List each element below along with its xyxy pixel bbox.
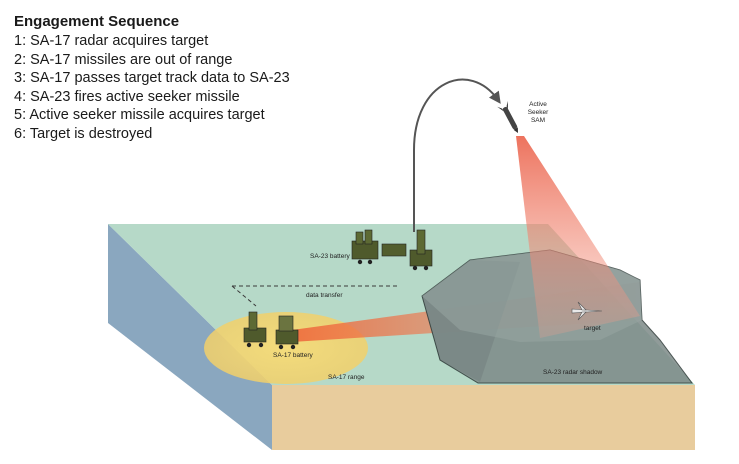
legend-step-6: 6: Target is destroyed <box>14 125 153 142</box>
missile-label-line3: SAM <box>531 117 545 124</box>
legend-step-5: 5: Active seeker missile acquires target <box>14 107 265 123</box>
seeker-cone <box>516 136 640 338</box>
terrain-left-face <box>108 224 272 450</box>
engagement-legend: Engagement Sequence 1: SA-17 radar acqui… <box>14 12 290 143</box>
legend-title: Engagement Sequence <box>14 13 180 30</box>
data-transfer-path <box>231 285 400 307</box>
sa23-radar-shadow-label: SA-23 radar shadow <box>543 369 603 376</box>
sa17-range-label: SA-17 range <box>328 374 365 381</box>
legend-step-4: 4: SA-23 fires active seeker missile <box>14 88 240 105</box>
target-aircraft <box>571 301 603 321</box>
missile-label-line1: Active <box>529 101 547 108</box>
terrain-front-face <box>272 385 695 450</box>
sa17-battery-equipment <box>243 311 299 350</box>
data-transfer-label: data transfer <box>306 292 343 299</box>
missile-flight-path <box>413 78 501 232</box>
legend-step-2: 2: SA-17 missiles are out of range <box>14 51 233 68</box>
target-label: target <box>584 325 601 332</box>
sa17-battery-label: SA-17 battery <box>273 352 313 359</box>
missile-label-line2: Seeker <box>528 109 549 116</box>
legend-step-1: 1: SA-17 radar acquires target <box>14 33 209 49</box>
sa23-battery-equipment <box>351 229 433 271</box>
active-seeker-missile <box>497 101 518 134</box>
sa23-battery-label: SA-23 battery <box>310 253 350 260</box>
legend-step-3: 3: SA-17 passes target track data to SA-… <box>14 70 290 86</box>
